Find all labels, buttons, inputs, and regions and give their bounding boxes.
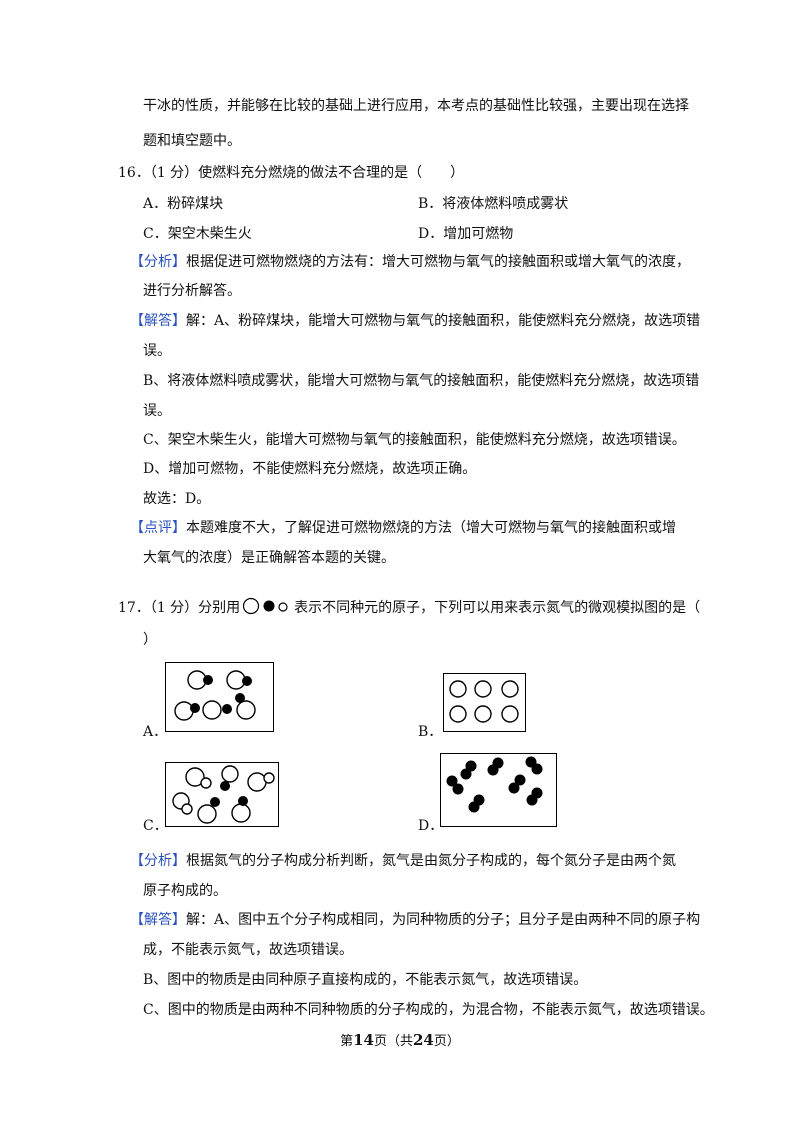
q17-answer: 【解答】解：A、图中五个分子构成相同，为同种物质的分子；且分子是由两种不同的原子…	[130, 910, 700, 930]
q16-option-a: A．粉碎煤块	[143, 196, 224, 212]
q17-stem-pre: 17．（1 分）分别用	[118, 600, 241, 616]
q16-c-line: C、架空木柴生火，能增大可燃物与氧气的接触面积，能使燃料充分燃烧，故选项错误。	[143, 432, 686, 448]
q17-c-line: C、图中的物质是由两种不同种物质的分子构成的，为混合物，不能表示氮气，故选项错误…	[143, 1002, 714, 1018]
q17-answer-line-2: 成，不能表示氮气，故选项错误。	[143, 942, 353, 958]
q16-b-line-2: 误。	[143, 403, 171, 419]
q17-analysis: 【分析】根据氮气的分子构成分析判断，氮气是由氮分子构成的，每个氮分子是由两个氮	[130, 851, 676, 871]
figure-d	[440, 753, 557, 827]
q16-analysis-line-2: 进行分析解答。	[143, 283, 241, 299]
q16-d-line: D、增加可燃物，不能使燃料充分燃烧，故选项正确。	[143, 461, 477, 477]
q16-option-c: C．架空木柴生火	[143, 226, 252, 242]
q16-stem: 16．（1 分）使燃料充分燃烧的做法不合理的是（ ）	[118, 165, 465, 181]
q17-analysis-text: 根据氮气的分子构成分析判断，氮气是由氮分子构成的，每个氮分子是由两个氮	[186, 853, 676, 869]
footer-total-pages: 24	[413, 1031, 434, 1049]
q16-option-d: D．增加可燃物	[418, 226, 514, 242]
comment-tag: 【点评】	[130, 520, 186, 536]
footer-post: 页）	[433, 1034, 460, 1049]
figure-b-atoms	[449, 680, 519, 723]
q17-analysis-line-2: 原子构成的。	[143, 883, 227, 899]
footer-pre: 第	[340, 1034, 354, 1049]
q16-analysis: 【分析】根据促进可燃物燃烧的方法有：增大可燃物与氧气的接触面积或增大氧气的浓度，	[130, 252, 690, 272]
figure-a-molecules	[174, 670, 256, 721]
q17-b-line: B、图中的物质是由同种原子直接构成的，不能表示氮气，故选项错误。	[143, 972, 588, 988]
figure-b	[443, 673, 526, 732]
q17-stem-close: ）	[143, 632, 157, 648]
answer-tag: 【解答】	[130, 912, 186, 928]
footer-page-number: 14	[353, 1031, 374, 1049]
figure-b-label: B．	[418, 724, 443, 740]
footer-mid: 页（共	[373, 1034, 413, 1049]
page-footer: 第14页（共24页）	[0, 1030, 800, 1049]
q17-stem: 17．（1 分）分别用 表示不同种元的原子，下列可以用来表示氮气的微观模拟图的是（	[118, 596, 700, 618]
figure-d-molecules	[446, 756, 543, 813]
answer-tag: 【解答】	[130, 313, 186, 329]
q16-answer-line-2: 误。	[143, 343, 171, 359]
figure-c	[165, 762, 279, 827]
intro-line-2: 题和填空题中。	[143, 133, 241, 149]
q16-comment: 【点评】本题难度不大，了解促进可燃物燃烧的方法（增大可燃物与氧气的接触面积或增	[130, 518, 676, 538]
q16-answer: 【解答】解：A、粉碎煤块，能增大可燃物与氧气的接触面积，能使燃料充分燃烧，故选项…	[130, 311, 700, 331]
q17-answer-text: 解：A、图中五个分子构成相同，为同种物质的分子；且分子是由两种不同的原子构	[186, 912, 701, 928]
figure-d-label: D．	[418, 818, 444, 834]
analysis-tag: 【分析】	[130, 254, 186, 270]
figure-a-label: A．	[143, 724, 168, 740]
q17-stem-post: 表示不同种元的原子，下列可以用来表示氮气的微观模拟图的是（	[294, 600, 701, 616]
q16-option-b: B．将液体燃料喷成雾状	[418, 196, 569, 212]
q16-comment-line-2: 大氧气的浓度）是正确解答本题的关键。	[143, 550, 395, 566]
figure-a	[165, 662, 274, 732]
q16-analysis-text: 根据促进可燃物燃烧的方法有：增大可燃物与氧气的接触面积或增大氧气的浓度，	[186, 254, 690, 270]
intro-line-1: 干冰的性质，并能够在比较的基础上进行应用，本考点的基础性比较强，主要出现在选择	[143, 98, 689, 114]
analysis-tag: 【分析】	[130, 853, 186, 869]
figure-c-label: C．	[143, 818, 168, 834]
q16-answer-text: 解：A、粉碎煤块，能增大可燃物与氧气的接触面积，能使燃料充分燃烧，故选项错	[186, 313, 701, 329]
atom-symbols-icon	[243, 597, 288, 615]
q16-choice: 故选：D。	[143, 491, 211, 507]
q16-comment-text: 本题难度不大，了解促进可燃物燃烧的方法（增大可燃物与氧气的接触面积或增	[186, 520, 676, 536]
q16-b-line-1: B、将液体燃料喷成雾状，能增大可燃物与氧气的接触面积，能使燃料充分燃烧，故选项错	[143, 373, 700, 389]
figure-c-molecules	[172, 765, 275, 824]
